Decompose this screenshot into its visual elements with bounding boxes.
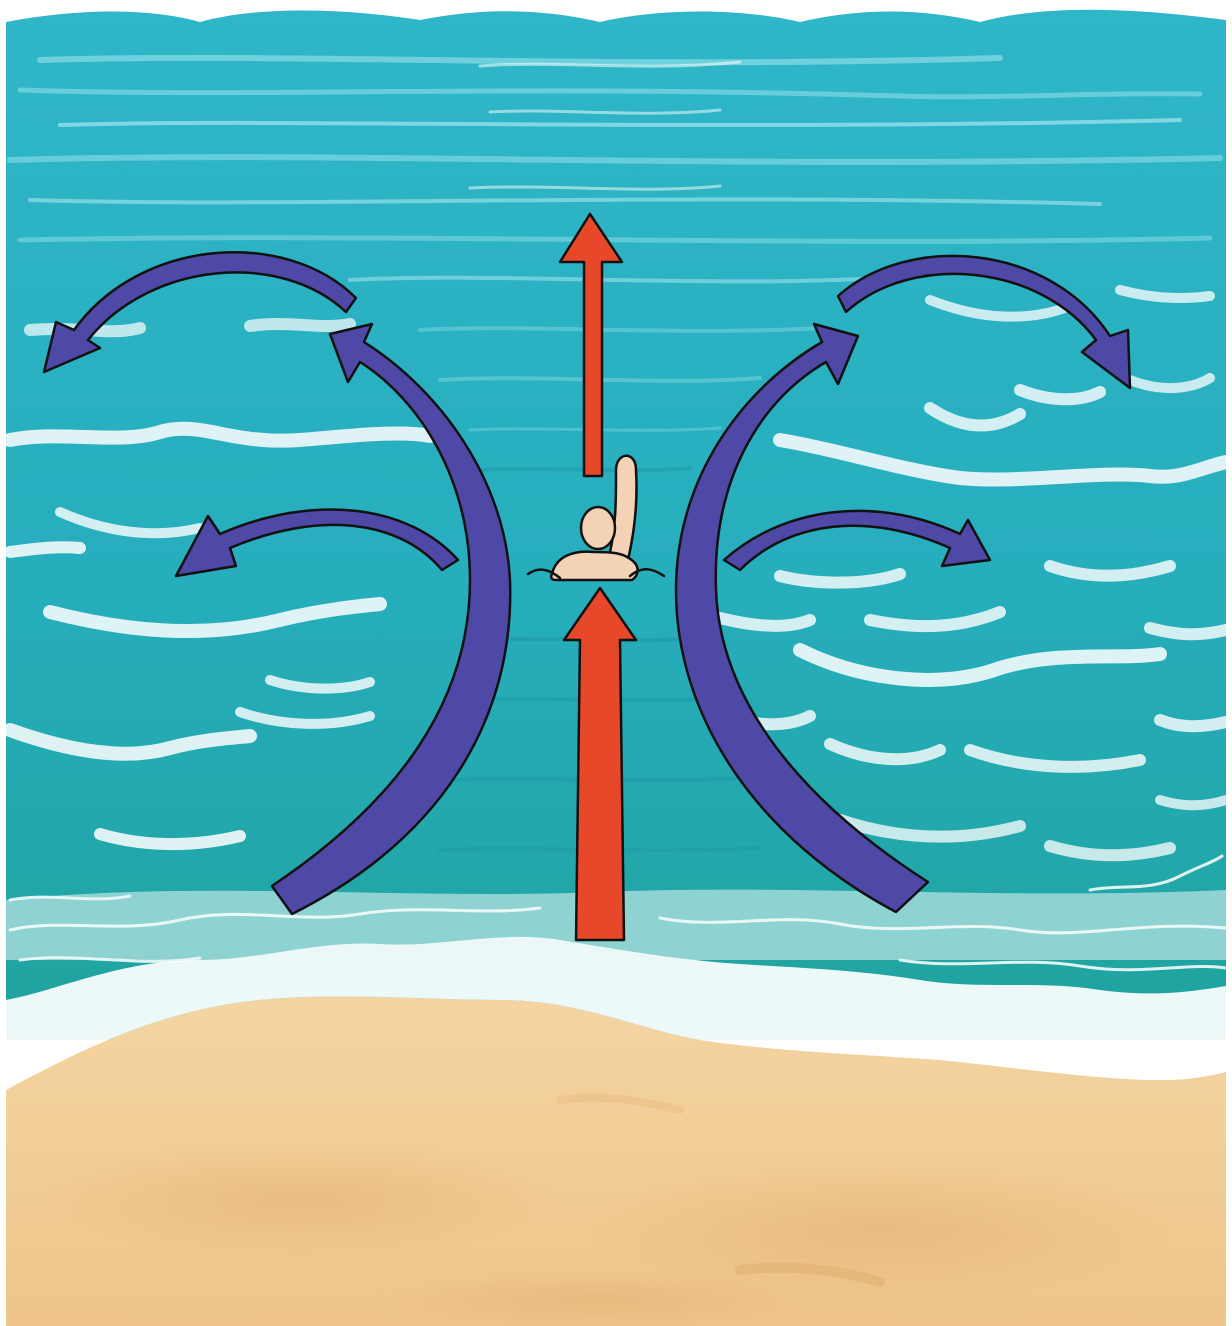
- swimmer-body: [551, 552, 637, 580]
- swimmer-head: [581, 507, 615, 549]
